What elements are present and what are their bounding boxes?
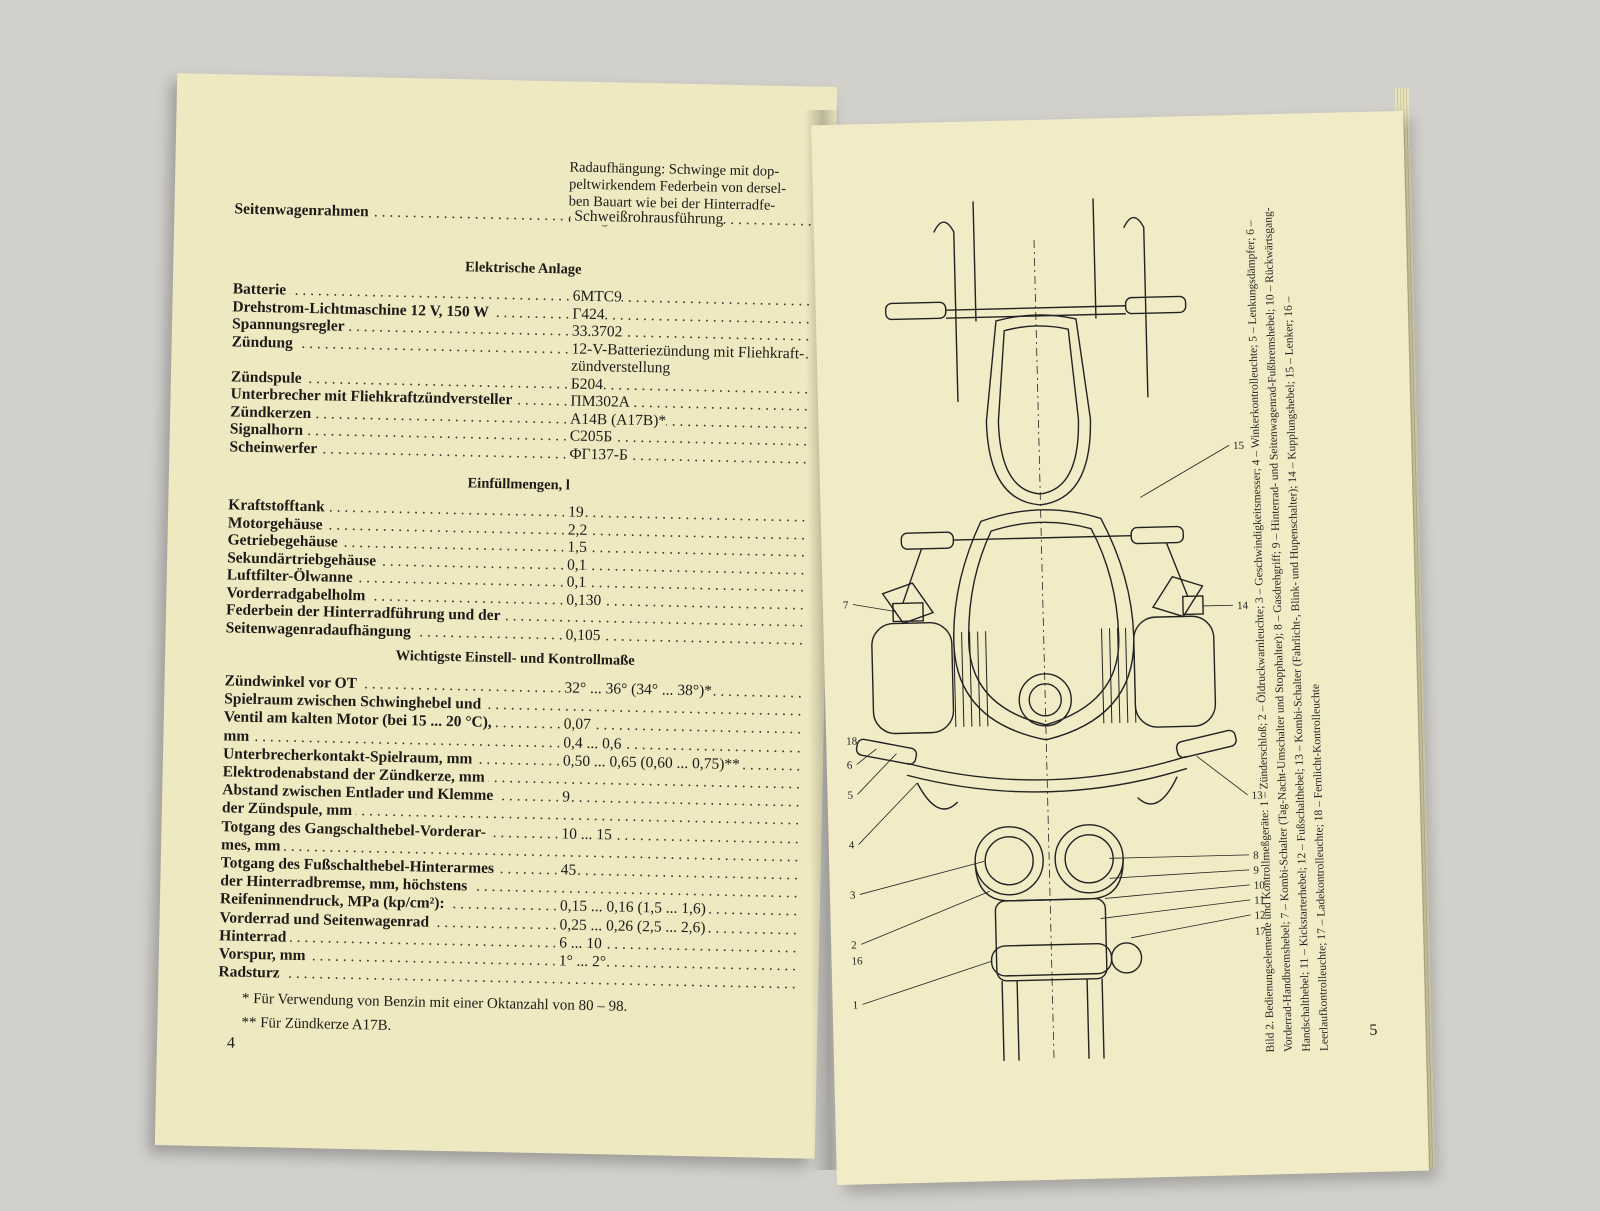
callout-number: 2 <box>851 940 857 952</box>
callout-number: 13 <box>1252 790 1264 802</box>
row-value: 1,5 <box>563 538 588 556</box>
row-label: der Zündspule, mm <box>221 799 357 820</box>
callout-number: 1 <box>853 1000 859 1012</box>
callout-number: 8 <box>1253 850 1259 862</box>
row-value: Г424 <box>568 304 605 323</box>
row-label: Scheinwerfer <box>229 437 322 457</box>
row-value: 0,105 <box>561 625 601 644</box>
section-title-settings: Wichtigste Einstell- und Kontrollmaße <box>395 647 635 669</box>
row-value: 2,2 <box>563 520 588 539</box>
row-label: mm <box>223 726 254 745</box>
row-value: 45 <box>556 861 577 879</box>
row-label: mes, mm <box>220 836 285 855</box>
callout-number: 7 <box>843 600 849 612</box>
callout-number: 5 <box>847 790 853 802</box>
row-value: 10 ... 15 <box>557 824 613 844</box>
row-label: Motorgehäuse <box>227 513 327 533</box>
row-label: Kraftstofftank <box>228 496 329 516</box>
spec-row: . . . . . . . . . . . . . . . . . . . . … <box>232 280 813 310</box>
row-label: Zündspule <box>230 367 306 387</box>
row-label: Signalhorn <box>229 420 308 440</box>
row-label: Luftfilter-Ölwanne <box>226 566 357 587</box>
row-label: Zündung <box>231 332 298 352</box>
row-label: Hinterrad <box>219 927 291 946</box>
section-title-electrical: Elektrische Anlage <box>464 259 582 278</box>
row-value: 6 ... 10 <box>554 934 602 953</box>
callout-number: 14 <box>1237 600 1249 612</box>
left-page-content: Radaufhängung: Schwinge mit dop- peltwir… <box>218 74 815 1034</box>
row-label: Zündwinkel vor OT <box>224 672 362 693</box>
electrical-table: . . . . . . . . . . . . . . . . . . . . … <box>229 74 813 467</box>
row-value: ФГ137-Б <box>565 444 629 464</box>
callout-number: 11 <box>1254 895 1265 907</box>
page-number-left: 4 <box>226 1034 236 1052</box>
callout-number: 4 <box>849 840 855 852</box>
row-value: 0,07 <box>559 715 592 734</box>
row-value: 0,25 ... 0,26 (2,5 ... 2,6) <box>555 915 706 937</box>
row-label: Spannungsregler <box>231 315 349 335</box>
row-value: A14B (A17B)* <box>565 409 667 430</box>
footnote-spark-plug: ** Für Zündkerze A17B. <box>241 1014 392 1034</box>
callout-number: 6 <box>847 760 853 772</box>
row-label: Seitenwagenrahmen <box>234 200 373 221</box>
row-value: 0,1 <box>562 555 587 574</box>
row-value: 32° ... 36° (34° ... 38°)* <box>560 679 713 700</box>
left-page: Radaufhängung: Schwinge mit dop- peltwir… <box>154 73 838 1159</box>
spec-row: . . . . . . . . . . . . . . . . . . . . … <box>228 496 808 526</box>
callout-number: 15 <box>1233 440 1245 452</box>
spec-row: . . . . . . . . . . . . . . . . . . . . … <box>224 672 805 701</box>
row-value: 1° ... 2° <box>554 952 607 971</box>
row-label: Radsturz <box>218 963 284 982</box>
row-value: 0,15 ... 0,16 (1,5 ... 1,6) <box>555 897 707 918</box>
row-value: 9 <box>558 788 571 806</box>
row-value: 0,4 ... 0,6 <box>559 733 622 753</box>
row-value: Б204 <box>566 374 604 393</box>
row-value: zündverstellung <box>567 357 671 377</box>
page-number-right: 5 <box>1369 1021 1378 1040</box>
row-value: 6MTC9 <box>568 287 622 306</box>
row-value: C205Б <box>565 427 613 446</box>
row-value: 19 <box>564 503 584 521</box>
fill-table: . . . . . . . . . . . . . . . . . . . . … <box>225 74 808 648</box>
row-label: Getriebegehäuse <box>227 531 342 551</box>
callout-number: 18 <box>846 735 858 747</box>
row-value: 0,1 <box>562 573 587 591</box>
footnote-octane: * Für Verwendung von Benzin mit einer Ok… <box>241 990 628 1015</box>
callout-number: 17 <box>1255 926 1267 938</box>
row-value: 33.3702 <box>567 322 623 341</box>
row-value: 0,130 <box>562 590 602 609</box>
row-value: ПМ302А <box>566 392 631 411</box>
section-title-fill: Einfüllmengen, l <box>467 475 571 494</box>
row-value: Schweißrohrausführung <box>570 207 724 228</box>
settings-table: . . . . . . . . . . . . . . . . . . . . … <box>218 74 805 993</box>
callout-number: 10 <box>1254 880 1266 892</box>
row-label: Zündkerzen <box>230 402 316 422</box>
callout-number: 3 <box>850 890 856 902</box>
row-value: 0,50 ... 0,65 (0,60 ... 0,75)** <box>558 752 741 773</box>
row-label: Seitenwagenradaufhängung <box>225 618 416 640</box>
row-label: Vorspur, mm <box>218 945 310 965</box>
callout-number: 16 <box>851 955 863 967</box>
row-label: Batterie <box>232 280 291 299</box>
spec-row: . . . . . . . . . . . . . . . . . . . . … <box>230 367 811 397</box>
callout-number: 9 <box>1253 865 1259 877</box>
callout-number: 12 <box>1254 910 1265 922</box>
